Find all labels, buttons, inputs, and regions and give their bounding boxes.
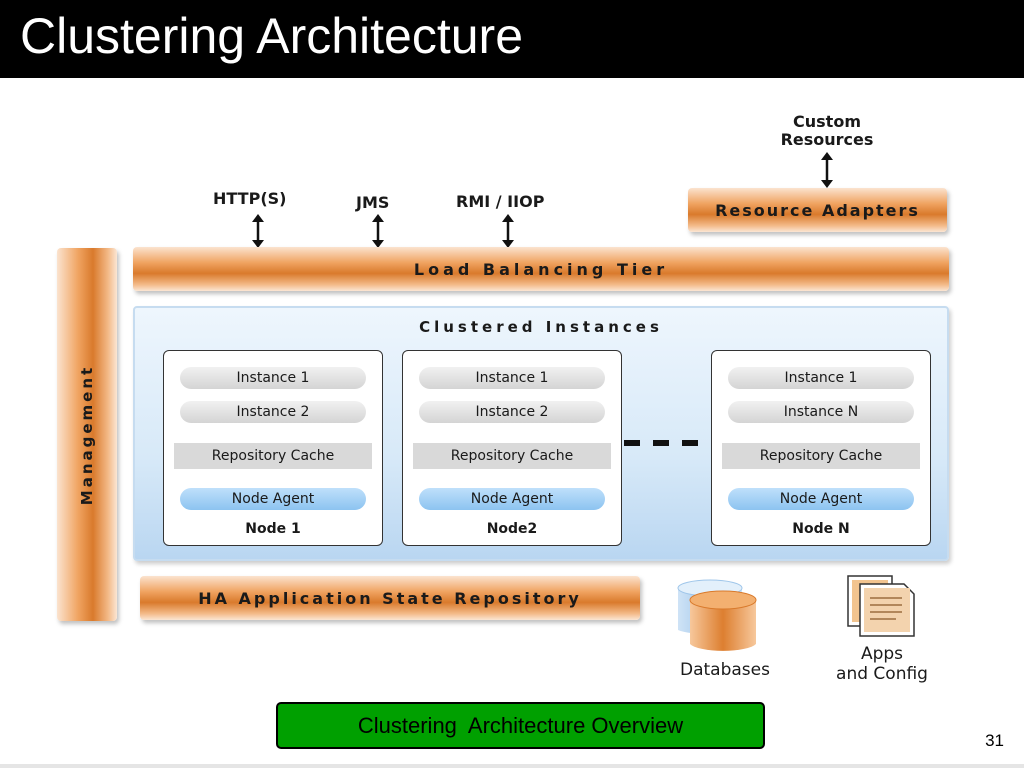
clustered-instances-panel: Clustered Instances Instance 1 Instance … [133,306,949,561]
resource-adapters-label: Resource Adapters [715,200,920,220]
double-arrow-icon [252,214,264,248]
repository-cache: Repository Cache [174,443,372,469]
apps-config-label: Apps and Config [836,644,928,684]
instance-pill: Instance N [728,401,914,423]
node-agent-pill: Node Agent [180,488,366,510]
double-arrow-icon [821,152,833,188]
load-balancing-tier-bar: Load Balancing Tier [133,247,949,291]
instance-pill: Instance 1 [728,367,914,389]
repository-cache: Repository Cache [722,443,920,469]
ellipsis-dash [653,440,669,446]
bottom-divider [0,764,1024,768]
resource-adapters-bar: Resource Adapters [688,188,947,232]
node-name: Node 1 [245,521,301,537]
node-box: Instance 1 Instance 2 Repository Cache N… [163,350,383,546]
protocol-rmi-label: RMI / IIOP [456,192,545,211]
database-cylinder-icon [677,579,757,651]
page-number: 31 [985,731,1004,750]
node-name: Node N [792,521,850,537]
ha-repository-label: HA Application State Repository [198,588,582,608]
double-arrow-icon [372,214,384,248]
node-name: Node2 [486,521,538,537]
clustered-instances-title: Clustered Instances [419,318,663,336]
node-agent-pill: Node Agent [728,488,914,510]
node-box: Instance 1 Instance N Repository Cache N… [711,350,931,546]
caption-text: Clustering Architecture Overview [357,712,684,738]
title-bar: Clustering Architecture [0,0,1024,78]
instance-pill: Instance 1 [419,367,605,389]
instance-pill: Instance 2 [419,401,605,423]
custom-resources-label: Custom Resources [780,112,874,150]
node-agent-pill: Node Agent [419,488,605,510]
documents-icon [847,575,915,637]
load-balancing-tier-label: Load Balancing Tier [413,259,669,279]
ha-repository-bar: HA Application State Repository [140,576,640,620]
management-label: Management [78,364,96,505]
double-arrow-icon [502,214,514,248]
databases-label: Databases [680,660,770,680]
protocol-jms-label: JMS [356,193,390,212]
node-box: Instance 1 Instance 2 Repository Cache N… [402,350,622,546]
ellipsis-dash [682,440,698,446]
slide-title: Clustering Architecture [20,8,524,64]
repository-cache: Repository Cache [413,443,611,469]
management-bar: Management [57,248,117,621]
caption-box: Clustering Architecture Overview [276,702,765,749]
instance-pill: Instance 2 [180,401,366,423]
ellipsis-dash [624,440,640,446]
instance-pill: Instance 1 [180,367,366,389]
protocol-http-label: HTTP(S) [213,189,287,208]
